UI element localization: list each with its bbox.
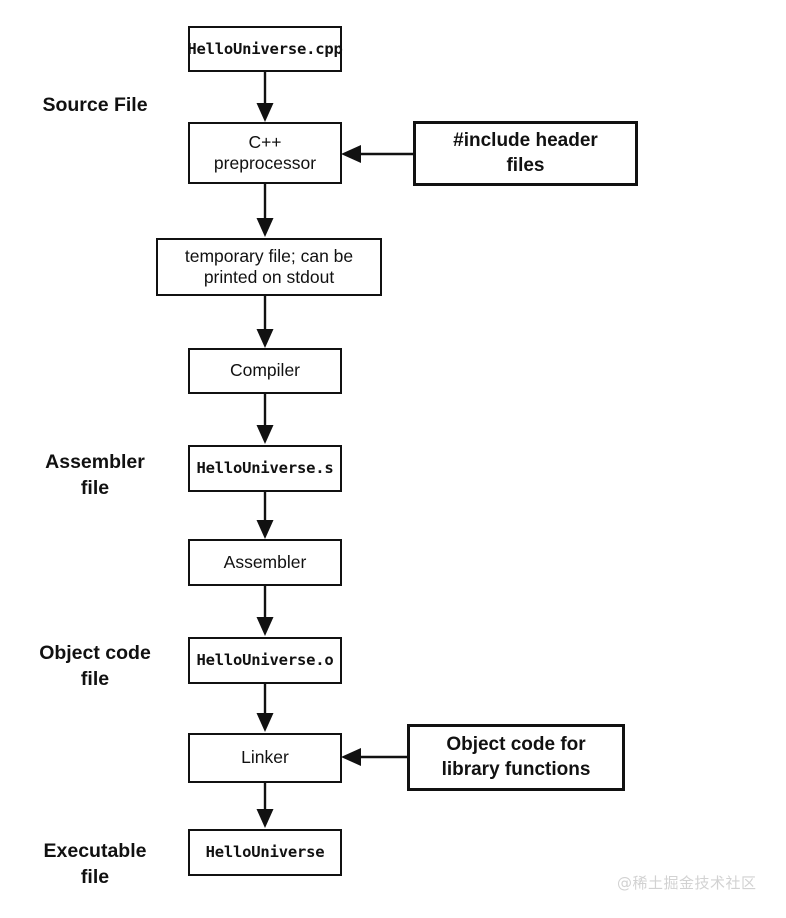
stage-label-assembler-file: Assembler file <box>45 451 145 499</box>
node-temporary-file[interactable]: temporary file; can be printed on stdout <box>156 238 382 296</box>
edge-compiler-to-hellouniverse-s <box>256 394 274 444</box>
edge-linker-to-hellouniverse-exe <box>256 783 274 828</box>
edge-include-header-to-preprocessor <box>341 145 416 163</box>
stage-label-source-file: Source File <box>42 94 148 116</box>
edge-library-object-code-to-linker <box>341 748 410 766</box>
node-hellouniverse-cpp[interactable]: HelloUniverse.cpp <box>187 26 343 72</box>
edge-assembler-to-hellouniverse-o <box>256 586 274 636</box>
node-cpp-preprocessor[interactable]: C++ preprocessor <box>188 122 342 184</box>
edge-cpp-to-preprocessor <box>256 72 274 122</box>
node-library-object-code[interactable]: Object code for library functions <box>407 724 625 791</box>
edge-preprocessor-to-temporary-file <box>256 184 274 237</box>
stage-label-executable-file: Executable file <box>43 840 147 888</box>
node-assembler[interactable]: Assembler <box>188 539 342 586</box>
node-hellouniverse-s[interactable]: HelloUniverse.s <box>188 445 342 492</box>
node-compiler[interactable]: Compiler <box>188 348 342 394</box>
stage-label-object-code-file: Object code file <box>39 642 151 690</box>
site-watermark: @稀土掘金技术社区 <box>617 874 757 892</box>
edge-hellouniverse-o-to-linker <box>256 684 274 732</box>
edge-temporary-file-to-compiler <box>256 295 274 348</box>
edge-hellouniverse-s-to-assembler <box>256 491 274 539</box>
node-include-header-files[interactable]: #include header files <box>413 121 638 186</box>
node-linker[interactable]: Linker <box>188 733 342 783</box>
node-hellouniverse-o[interactable]: HelloUniverse.o <box>188 637 342 684</box>
node-hellouniverse-exe[interactable]: HelloUniverse <box>188 829 342 876</box>
